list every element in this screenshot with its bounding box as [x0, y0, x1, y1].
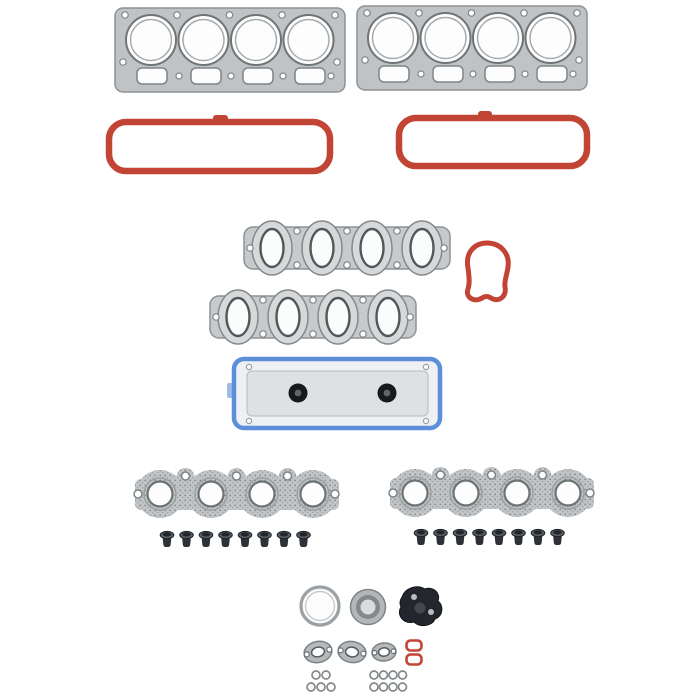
exhaust-manifold-gasket-right	[387, 465, 596, 519]
exhaust-manifold-gasket-left	[132, 466, 341, 520]
o-ring	[388, 682, 398, 692]
round-metal-seal	[299, 585, 341, 627]
valve-stem-seal	[198, 530, 214, 548]
o-ring	[306, 682, 316, 692]
valve-stem-seal	[452, 528, 468, 546]
valley-pan-grommet-right	[377, 383, 397, 403]
small-port-gasket-2	[337, 640, 367, 664]
valley-pan-gasket	[227, 356, 443, 431]
o-ring	[311, 670, 321, 680]
intake-manifold-gasket-upper	[242, 219, 452, 277]
o-ring	[369, 682, 379, 692]
o-ring-cluster-left	[306, 670, 336, 692]
small-port-gasket-1	[303, 640, 333, 664]
valve-stem-seal	[433, 528, 448, 546]
o-ring	[321, 670, 331, 680]
valve-stem-seal	[257, 530, 272, 548]
valve-stem-seals-left	[159, 530, 311, 548]
o-ring	[397, 670, 408, 680]
o-ring	[326, 682, 336, 692]
retainer-plate	[399, 586, 443, 627]
intake-manifold-gasket-lower	[208, 288, 418, 346]
valve-stem-seal	[550, 528, 565, 546]
head-gasket-right	[356, 5, 588, 91]
o-ring	[397, 682, 408, 692]
small-red-gasket	[405, 639, 423, 666]
valve-stem-seal	[530, 528, 546, 546]
water-outlet-gasket	[464, 240, 511, 303]
sleeve-bushing	[349, 588, 387, 626]
o-ring	[388, 670, 398, 680]
valley-pan-grommet-left	[288, 383, 308, 403]
valve-stem-seal	[237, 530, 253, 548]
o-ring	[378, 670, 389, 680]
o-ring	[369, 670, 379, 680]
valve-stem-seal	[276, 530, 292, 548]
small-port-gasket-3	[371, 642, 397, 662]
valve-stem-seal	[159, 530, 175, 548]
valve-stem-seal	[511, 528, 526, 546]
valve-cover-gasket-left	[105, 115, 334, 175]
valve-stem-seal	[179, 530, 194, 548]
valve-cover-gasket-right	[395, 111, 591, 170]
valve-stem-seal	[218, 530, 233, 548]
valve-stem-seal	[491, 528, 507, 546]
valve-stem-seals-right	[413, 528, 565, 546]
valve-stem-seal	[472, 528, 487, 546]
valve-stem-seal	[296, 530, 311, 548]
valve-stem-seal	[413, 528, 429, 546]
o-ring-cluster-right	[369, 670, 408, 692]
o-ring	[378, 682, 389, 692]
o-ring	[316, 682, 326, 692]
head-gasket-left	[114, 7, 346, 93]
